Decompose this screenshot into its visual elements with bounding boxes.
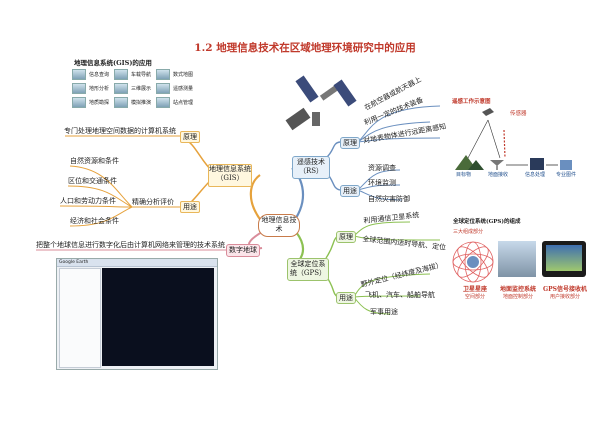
rs-use-item: 环境监测 [368,179,396,187]
digital-earth-node[interactable]: 数字地球 [226,244,260,257]
gis-app-item[interactable]: 三维展示 [114,83,172,94]
gis-app-item[interactable]: 地形分析 [72,83,130,94]
simulate-icon [114,97,128,108]
digital-earth-desc: 把整个地球信息进行数字化后由计算机网络来管理的技术系统 [36,241,225,249]
gis-principle-label: 原理 [180,131,200,143]
rs-panel-heading: 遥感工作示意图 [452,99,491,105]
rs-panel-label: 目标物 [456,172,472,178]
gis-use-sub: 精确分析评价 [132,198,174,206]
center-label: 地理信息技术 [261,216,297,233]
station-icon [156,97,170,108]
gis-use-item: 自然资源和条件 [70,157,119,165]
digital-map-icon [156,69,170,80]
gis-app-label: 站点管理 [173,100,194,106]
gis-use-item: 区位和交通条件 [68,177,117,185]
geology-icon [72,97,86,108]
rs-icon [156,83,170,94]
gis-app-item[interactable]: 地质勘探 [72,97,130,108]
gps-component-title: 地面监控系统 [499,286,536,293]
rs-use-item: 资源调查 [368,164,396,172]
orbit-sphere [452,241,494,283]
earth-viewport[interactable] [102,268,214,366]
page-title: 1.2 地理信息技术在区域地理环境研究中的应用 [194,42,416,54]
gps-component-sub: 用户接收部分 [549,294,580,300]
gis-use-item: 经济和社会条件 [70,217,119,225]
gis-principle-text: 专门处理地理空间数据的计算机系统 [64,127,176,135]
earth-app-window[interactable]: Google Earth [56,258,218,370]
gis-app-label: 模拟推演 [131,100,152,106]
gps-receiver-photo [542,241,586,277]
gps-panel-sub: 三大组成部分 [453,229,484,235]
center-node[interactable]: 地理信息技术 [258,214,300,237]
rs-panel-label: 地面接收 [488,172,509,178]
gps-component-title: 卫星星座 [462,286,487,293]
rs-node[interactable]: 遥感技术（RS） [292,156,330,179]
rs-panel-label: 信息处理 [525,172,546,178]
gis-app-item[interactable]: 遥感测量 [156,83,214,94]
gis-app-label: 车载导航 [131,72,152,78]
gps-use-item: 军事用途 [370,308,398,316]
gis-app-item[interactable]: 站点管理 [156,97,214,108]
rs-principle-label: 原理 [340,137,360,149]
3d-icon [114,83,128,94]
ground-station-photo [498,241,536,277]
earth-window-titlebar: Google Earth [57,259,217,267]
gis-app-item[interactable]: 数式地图 [156,69,214,80]
gis-app-item[interactable]: 车载导航 [114,69,172,80]
query-icon [72,69,86,80]
gps-use-item: 飞机、汽车、船舶导航 [365,291,435,299]
terrain-icon [72,83,86,94]
gis-node[interactable]: 地理信息系统（GIS） [208,164,252,187]
gis-app-label: 遥感测量 [173,86,194,92]
car-nav-icon [114,69,128,80]
gis-use-item: 人口和劳动力条件 [60,197,116,205]
rs-use-item: 自然灾害防御 [368,195,410,203]
rs-sensor-label: 传感器 [510,111,527,117]
gps-use-label: 用途 [336,292,356,304]
rs-panel-label: 专业图件 [556,172,577,178]
gis-app-label: 信息查询 [89,72,110,78]
gps-component-sub: 地面控制部分 [502,294,533,300]
gps-node[interactable]: 全球定位系统（GPS） [287,258,329,281]
gps-panel-heading: 全球定位系统(GPS)的组成 [453,219,521,225]
rs-diagram [455,108,572,170]
gis-app-label: 三维展示 [131,86,152,92]
gis-panel-heading: 地理信息系统(GIS)的应用 [74,59,152,67]
space-station-icon [285,75,357,131]
gps-component-satellites: 卫星星座 空间部分 [455,284,495,300]
gis-app-item[interactable]: 信息查询 [72,69,130,80]
gis-app-label: 数式地图 [173,72,194,78]
gps-component-title: GPS信号接收机 [543,286,587,293]
gps-component-sub: 空间部分 [464,294,485,300]
gps-principle-label: 原理 [336,231,356,243]
earth-sidebar[interactable] [59,268,101,368]
rs-use-label: 用途 [340,185,360,197]
gps-component-ground: 地面监控系统 地面控制部分 [496,284,540,300]
gis-app-item[interactable]: 模拟推演 [114,97,172,108]
gps-component-receiver: GPS信号接收机 用户接收部分 [540,284,590,300]
gis-use-label: 用途 [180,201,200,213]
gis-app-label: 地质勘探 [89,100,110,106]
gis-app-label: 地形分析 [89,86,110,92]
